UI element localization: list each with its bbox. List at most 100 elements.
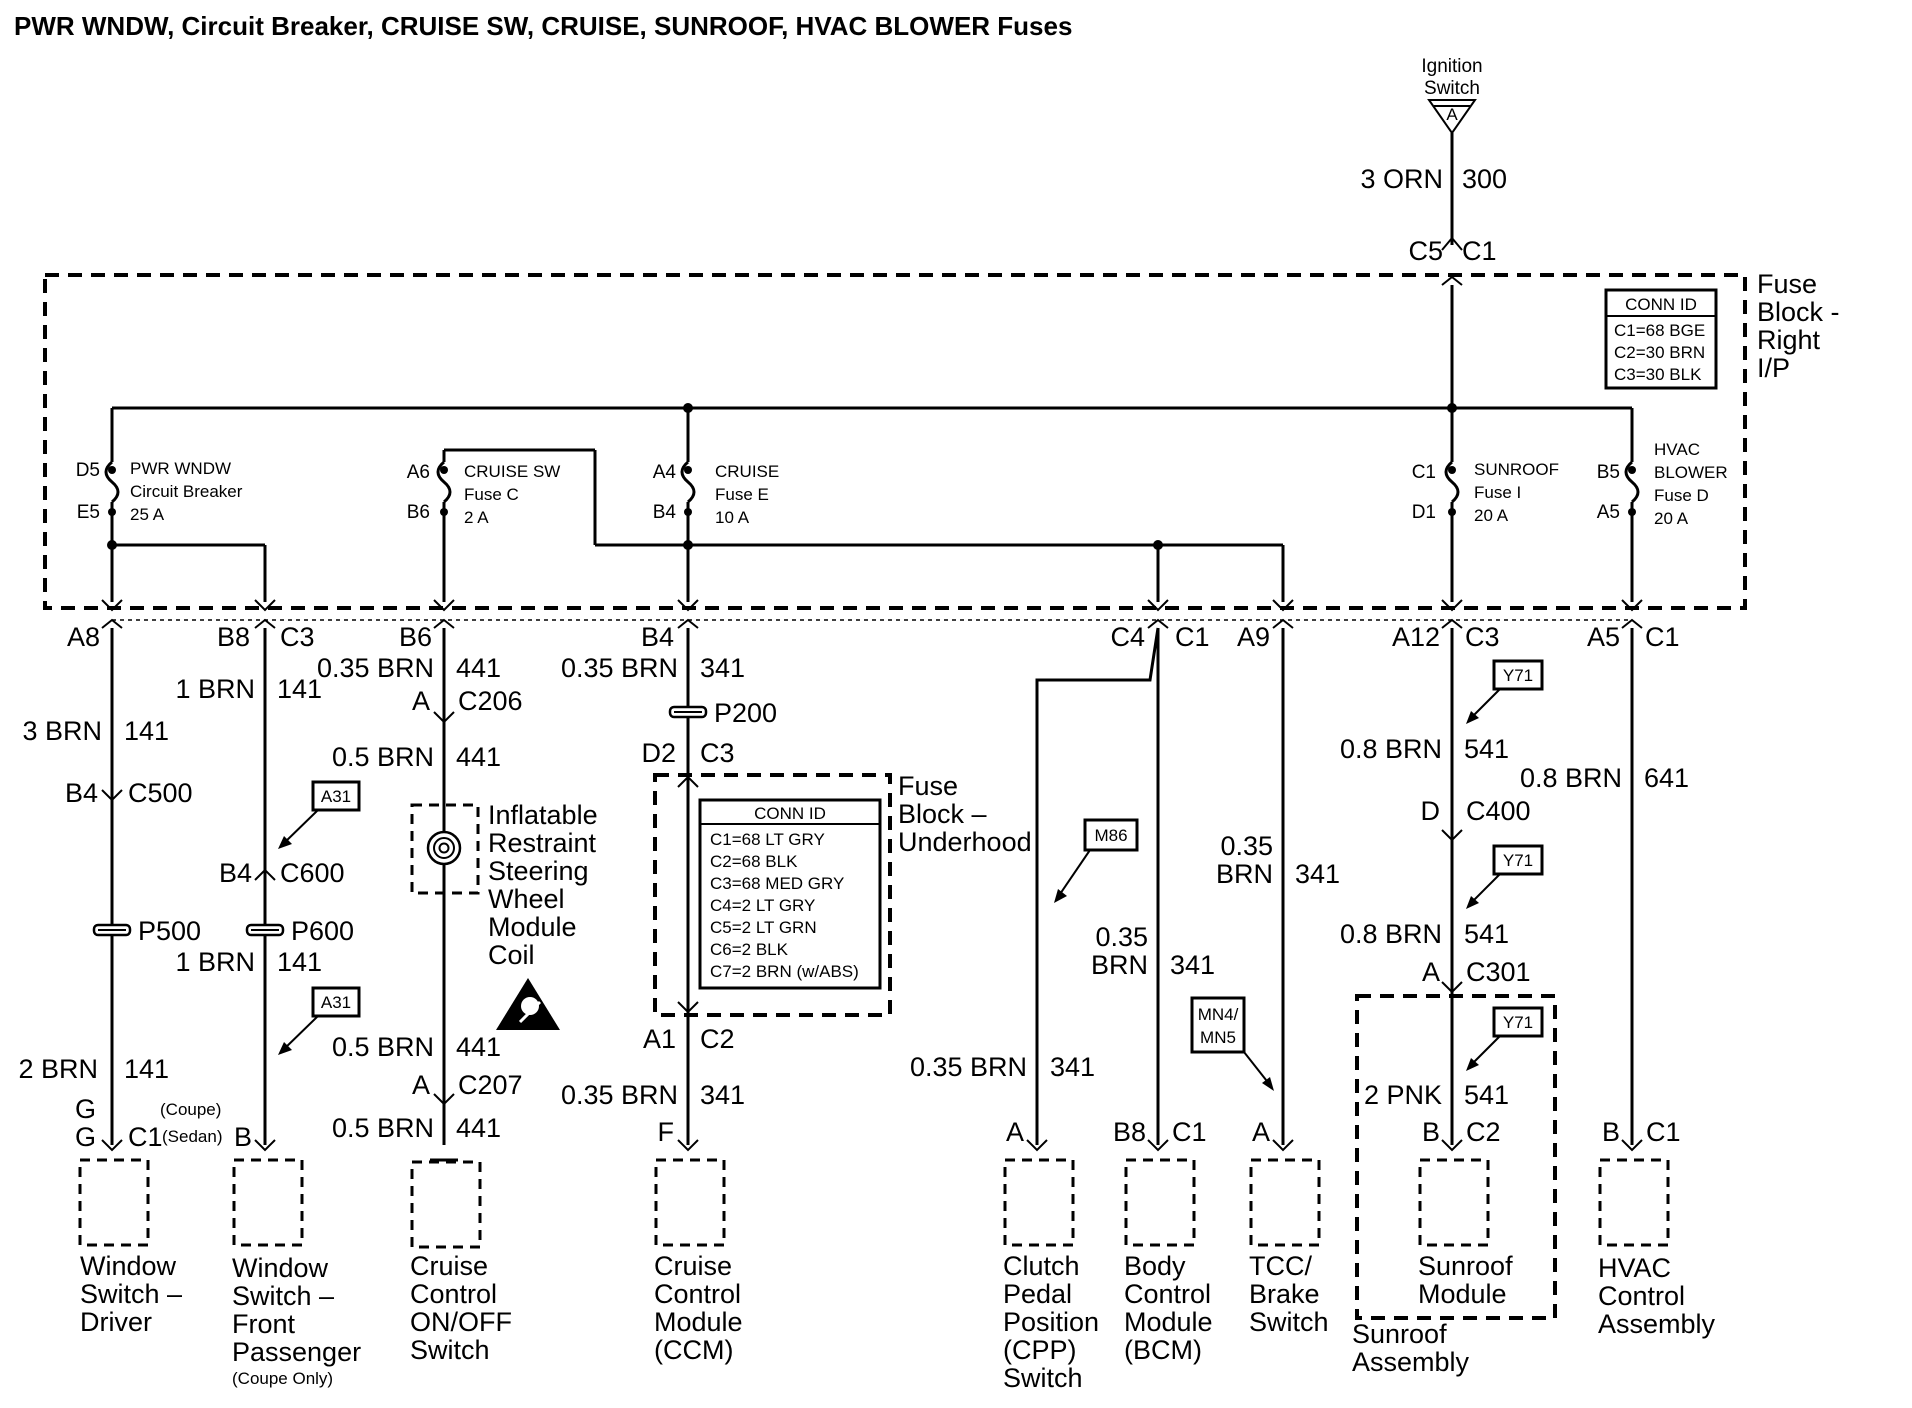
svg-text:C5=2 LT GRN: C5=2 LT GRN xyxy=(710,918,817,937)
connector xyxy=(254,1139,276,1152)
ignition-label-2: Switch xyxy=(1424,78,1480,99)
pin-label: A xyxy=(1006,1117,1024,1147)
connector-label: C400 xyxy=(1466,796,1531,826)
ref-y71-3: Y71 xyxy=(1466,1006,1544,1071)
output-connectors xyxy=(101,599,1643,629)
fuse-block-underhood-label: Underhood xyxy=(898,827,1032,857)
coil-label: Coil xyxy=(488,940,535,970)
ref-y71: Y71 xyxy=(1466,659,1544,724)
component-label: Brake xyxy=(1249,1279,1320,1309)
svg-text:C1=68 LT GRY: C1=68 LT GRY xyxy=(710,830,825,849)
svg-text:B6: B6 xyxy=(407,502,430,523)
wire-300-circuit: 300 xyxy=(1462,164,1507,194)
connector-label: C301 xyxy=(1466,957,1531,987)
conn-id-table-underhood: CONN ID C1=68 LT GRY C2=68 BLK C3=68 MED… xyxy=(698,798,882,990)
wire-300-color: 3 ORN xyxy=(1360,164,1443,194)
ref-a31: A31 xyxy=(278,780,361,849)
wire-color: 1 BRN xyxy=(175,947,255,977)
wire-color: 0.8 BRN xyxy=(1520,763,1622,793)
wire-circuit: 541 xyxy=(1464,734,1509,764)
fuse-pwr-wndw: D5 E5 PWR WNDW Circuit Breaker 25 A xyxy=(76,459,243,524)
component-label: TCC/ xyxy=(1249,1251,1312,1281)
conn-c3-b: C3 xyxy=(1465,622,1500,652)
svg-text:A5: A5 xyxy=(1597,502,1620,523)
ref-y71-2: Y71 xyxy=(1466,844,1544,909)
wire-circuit: 341 xyxy=(700,1080,745,1110)
svg-text:A31: A31 xyxy=(321,993,351,1012)
component-label: Switch – xyxy=(80,1279,182,1309)
conn-id-table-rip: CONN ID C1=68 BGE C2=30 BRN C3=30 BLK xyxy=(1604,288,1718,390)
wire-color: 0.35 BRN xyxy=(561,653,678,683)
wire-circuit: 441 xyxy=(456,1032,501,1062)
svg-text:10 A: 10 A xyxy=(715,508,750,527)
component-label: Switch xyxy=(1003,1363,1083,1393)
svg-text:C1=68 BGE: C1=68 BGE xyxy=(1614,321,1705,340)
ref-mn4-mn5: MN4/ MN5 xyxy=(1190,996,1274,1091)
component-label: Switch xyxy=(410,1335,490,1365)
svg-text:CRUISE: CRUISE xyxy=(715,462,779,481)
wire-color: 0.8 BRN xyxy=(1340,919,1442,949)
wire-color: 2 BRN xyxy=(18,1054,98,1084)
wire-circuit: 441 xyxy=(456,653,501,683)
pin-label: A1 xyxy=(643,1024,676,1054)
component-label: Driver xyxy=(80,1307,152,1337)
pin-a8: A8 xyxy=(67,622,100,652)
svg-text:M86: M86 xyxy=(1094,826,1127,845)
fuse-block-underhood-label: Block – xyxy=(898,799,987,829)
component-sunroof-module xyxy=(1418,1158,1490,1247)
connector xyxy=(1272,1139,1294,1152)
svg-text:A31: A31 xyxy=(321,787,351,806)
component-label: Cruise xyxy=(654,1251,732,1281)
connector-c207 xyxy=(433,1093,455,1106)
wire-341-col5 xyxy=(1035,627,1160,1145)
coil-label: Module xyxy=(488,912,577,942)
component-label: Sunroof xyxy=(1418,1251,1513,1281)
wire-color: 0.8 BRN xyxy=(1340,734,1442,764)
fuse-block-rip-label-2: Block - xyxy=(1757,297,1840,327)
svg-text:C2=30 BRN: C2=30 BRN xyxy=(1614,343,1705,362)
connector xyxy=(677,1139,699,1152)
connector-c5-inner xyxy=(1441,275,1463,286)
sunroof-assembly-label: Sunroof xyxy=(1352,1319,1447,1349)
component-tcc-brake-switch xyxy=(1249,1158,1321,1247)
wire-color: BRN xyxy=(1091,950,1148,980)
conn-c1-b: C1 xyxy=(1645,622,1680,652)
component-window-switch-front-passenger xyxy=(232,1158,304,1247)
component-label: Front xyxy=(232,1309,296,1339)
component-label: (Coupe Only) xyxy=(232,1369,333,1388)
svg-text:A: A xyxy=(1446,105,1458,124)
pin-label: B4 xyxy=(65,778,98,808)
component-label: Window xyxy=(80,1251,177,1281)
airbag-warning-icon xyxy=(496,978,560,1030)
svg-text:D5: D5 xyxy=(76,460,100,481)
svg-text:20 A: 20 A xyxy=(1654,509,1689,528)
pin-label: F xyxy=(658,1117,675,1147)
fuse-sunroof: C1 D1 SUNROOF Fuse I 20 A xyxy=(1412,460,1559,525)
ref-a31-2: A31 xyxy=(278,986,361,1055)
connector xyxy=(1147,1139,1169,1152)
wire-color: 0.35 BRN xyxy=(910,1052,1027,1082)
ignition-terminal: A xyxy=(1427,99,1477,135)
connector-label: C2 xyxy=(1466,1117,1501,1147)
fuse-cruise-sw: A6 B6 CRUISE SW Fuse C 2 A xyxy=(407,460,560,527)
wire-circuit: 141 xyxy=(124,1054,169,1084)
svg-text:MN4/: MN4/ xyxy=(1198,1005,1239,1024)
wire-circuit: 141 xyxy=(277,674,322,704)
pin-b8: B8 xyxy=(217,622,250,652)
fuse-block-rip-label-3: Right xyxy=(1757,325,1821,355)
connector xyxy=(101,1139,123,1152)
wire-color: 0.5 BRN xyxy=(332,1113,434,1143)
ref-m86: M86 xyxy=(1054,818,1139,903)
component-label: Clutch xyxy=(1003,1251,1080,1281)
connector xyxy=(1026,1139,1048,1152)
svg-text:D1: D1 xyxy=(1412,502,1436,523)
connector-label: C1 xyxy=(1172,1117,1207,1147)
svg-text:Circuit Breaker: Circuit Breaker xyxy=(130,482,243,501)
svg-text:20 A: 20 A xyxy=(1474,506,1509,525)
conn-c1-top: C1 xyxy=(1462,236,1497,266)
pin-label: G xyxy=(75,1122,96,1152)
svg-text:B4: B4 xyxy=(653,502,677,523)
pin-label: B xyxy=(1422,1117,1440,1147)
component-label: Module xyxy=(1418,1279,1507,1309)
